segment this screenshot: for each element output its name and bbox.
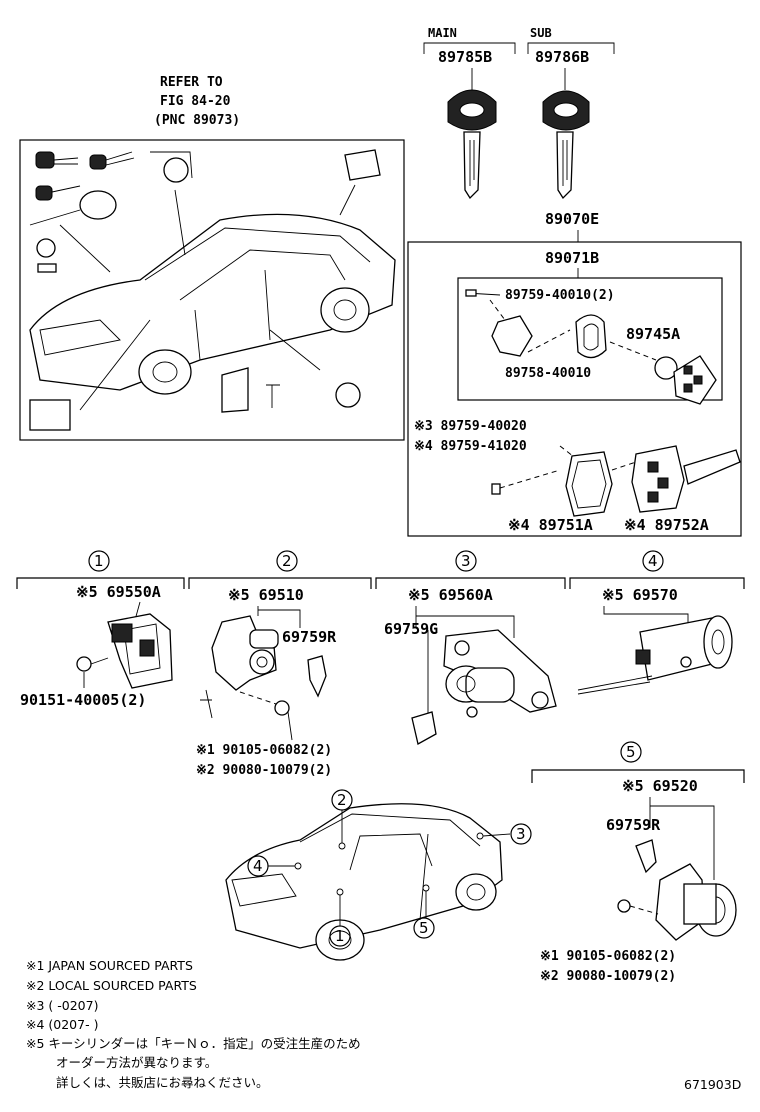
main-label: MAIN <box>428 26 457 40</box>
part-69570: ※5 69570 <box>602 586 678 604</box>
part-69560A: ※5 69560A <box>408 586 493 604</box>
part-69759R-b: 69759R <box>606 816 661 834</box>
part-89758-40010: 89758-40010 <box>505 366 591 381</box>
note-5: ※5 キーシリンダーは「キーＮｏ．指定」の受注生産のため <box>26 1036 361 1051</box>
key-plate-illustration <box>491 445 741 517</box>
main-key-icon <box>447 89 497 200</box>
location-car-illustration <box>225 803 511 961</box>
note-5-line-3: 詳しくは、共販店にお尋ねください。 <box>56 1075 269 1090</box>
part-89786B: 89786B <box>535 48 589 66</box>
reference-box <box>19 139 405 441</box>
part-89070E: 89070E <box>545 210 599 228</box>
reference-car-illustration <box>29 149 396 431</box>
location-circle-5-label: 5 <box>419 919 429 937</box>
circle-1-label: 1 <box>94 552 104 570</box>
part-89785B: 89785B <box>438 48 492 66</box>
part-69759R-a: 69759R <box>282 628 337 646</box>
refer-line-2: FIG 84-20 <box>160 94 231 109</box>
lock-3-illustration <box>411 629 557 745</box>
location-circle-2 <box>331 789 353 811</box>
circle-2 <box>276 550 298 572</box>
part-90105-06082-b: ※1 90105-06082(2) <box>540 949 676 964</box>
location-circle-3-label: 3 <box>516 825 526 843</box>
note-3: ※3 ( -0207) <box>26 998 98 1013</box>
lock-2-illustration <box>200 615 327 741</box>
circle-5-label: 5 <box>626 743 636 761</box>
part-89751A: ※4 89751A <box>508 516 593 534</box>
diagram-code: 671903D <box>684 1077 741 1092</box>
part-90080-10079-b: ※2 90080-10079(2) <box>540 969 676 984</box>
part-89745A: 89745A <box>626 325 680 343</box>
location-circle-4 <box>247 855 269 877</box>
location-circle-2-label: 2 <box>337 791 347 809</box>
part-69510: ※5 69510 <box>228 586 304 604</box>
sub-label: SUB <box>530 26 552 40</box>
note-2: ※2 LOCAL SOURCED PARTS <box>26 978 197 993</box>
refer-block: REFER TO FIG 84-20 (PNC 89073) <box>154 75 240 128</box>
circle-5 <box>620 741 642 763</box>
main-bracket <box>423 42 516 54</box>
circle-2-label: 2 <box>282 552 292 570</box>
note-5-line-2: オーダー方法が異なります。 <box>56 1055 217 1070</box>
location-circle-3 <box>510 823 532 845</box>
sub-bracket <box>527 42 615 54</box>
part-90151-40005: 90151-40005(2) <box>20 691 146 709</box>
circle-1 <box>88 550 110 572</box>
refer-line-1: REFER TO <box>160 75 223 90</box>
lock-5-illustration <box>617 839 737 941</box>
part-89752A: ※4 89752A <box>624 516 709 534</box>
main-key-group: MAIN 89785B <box>423 26 516 200</box>
location-circle-1-label: 1 <box>335 927 345 945</box>
sub-key-icon <box>542 90 590 200</box>
part-89759-40010: 89759-40010(2) <box>505 288 615 303</box>
part-90105-06082-a: ※1 90105-06082(2) <box>196 743 332 758</box>
note-1: ※1 JAPAN SOURCED PARTS <box>26 958 193 973</box>
lock-4-illustration <box>577 615 733 695</box>
location-circle-4-label: 4 <box>253 857 263 875</box>
section-5-bracket <box>531 769 745 783</box>
circle-4-label: 4 <box>648 552 658 570</box>
refer-line-3: (PNC 89073) <box>154 113 240 128</box>
note-4: ※4 (0207- ) <box>26 1017 98 1032</box>
part-89759-41020: ※4 89759-41020 <box>414 439 527 454</box>
transmitter-parts-illustration <box>465 289 717 405</box>
part-69520: ※5 69520 <box>622 777 698 795</box>
part-89759-40020: ※3 89759-40020 <box>414 419 527 434</box>
part-89071B: 89071B <box>545 249 599 267</box>
lock-1-illustration <box>76 601 173 689</box>
sub-key-group: SUB 89786B <box>527 26 615 200</box>
transmitter-box <box>407 241 742 537</box>
transmitter-inner-box <box>457 277 723 401</box>
circle-4 <box>642 550 664 572</box>
part-69759G: 69759G <box>384 620 438 638</box>
footnotes: ※1 JAPAN SOURCED PARTS ※2 LOCAL SOURCED … <box>26 958 361 1090</box>
part-90080-10079-a: ※2 90080-10079(2) <box>196 763 332 778</box>
part-69550A: ※5 69550A <box>76 583 161 601</box>
location-circle-1 <box>329 925 351 947</box>
location-circle-5 <box>413 917 435 939</box>
circle-3-label: 3 <box>461 552 471 570</box>
circle-3 <box>455 550 477 572</box>
section-markers: 1 2 3 4 <box>16 550 745 589</box>
